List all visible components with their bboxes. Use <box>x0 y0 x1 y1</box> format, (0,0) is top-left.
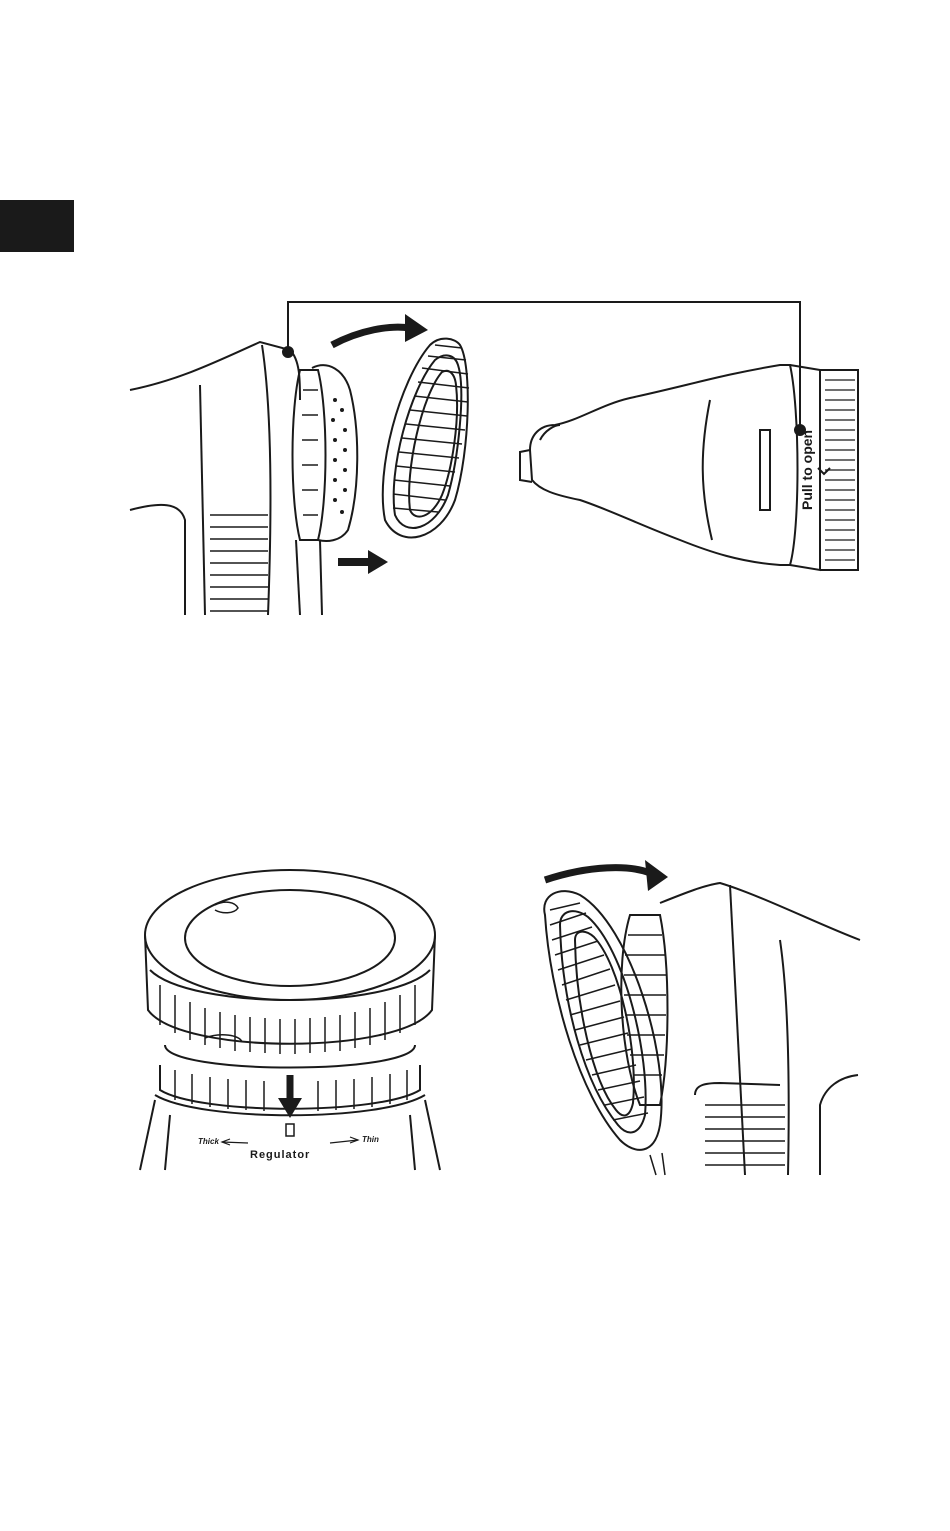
regulator-label: Regulator <box>250 1149 310 1161</box>
illustration-regulator-alignment: Thick Regulator Thin <box>130 860 460 1180</box>
curved-arrow-icon <box>332 327 410 345</box>
cap-ring-attaching <box>544 891 661 1150</box>
curved-arrow-head <box>645 860 668 891</box>
strainer-on-handle <box>293 365 358 541</box>
pull-to-open-label: Pull to open <box>799 430 815 510</box>
illustration-reattach-cap <box>520 855 865 1180</box>
straight-arrow-head <box>368 550 388 574</box>
handle-body-upper <box>660 883 860 1175</box>
callout-line <box>288 302 800 430</box>
thick-label: Thick <box>198 1137 219 1146</box>
alignment-mark <box>286 1124 294 1136</box>
page-section-tab <box>0 200 74 252</box>
cap-ring-top <box>145 870 435 1054</box>
curved-arrow-head <box>405 314 428 342</box>
detached-cap-ring <box>383 339 469 538</box>
thin-label: Thin <box>362 1135 379 1144</box>
curved-arrow-icon <box>545 868 650 880</box>
illustration-remove-cap: Pull to open <box>0 290 950 620</box>
